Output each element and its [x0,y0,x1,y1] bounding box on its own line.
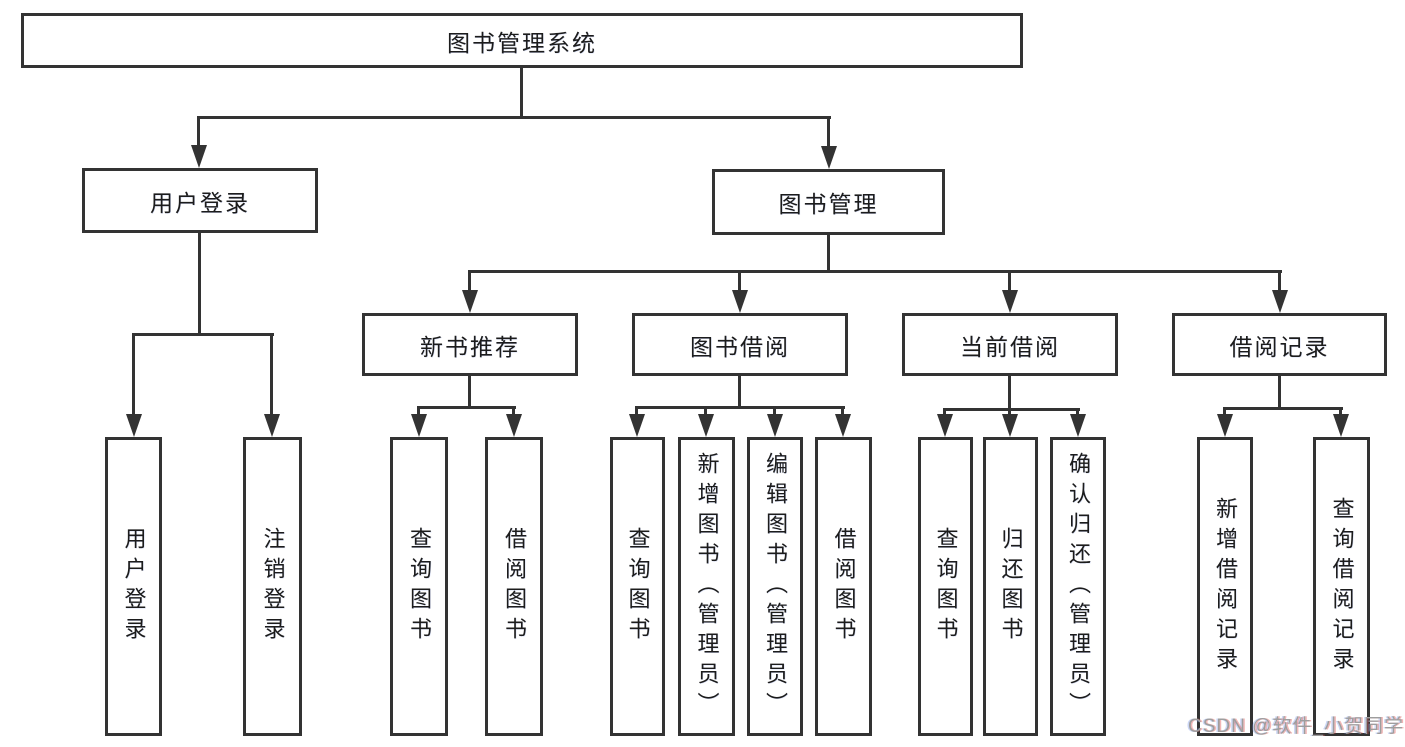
arrow-line [738,270,741,292]
arrow-down-icon [835,414,851,437]
node-root: 图书管理系统 [21,13,1023,68]
connector-user-login-stem [198,232,201,336]
connector-borrow-stem [738,375,741,408]
node-current-borrow: 当前借阅 [902,313,1118,376]
leaf-user-login: 用户登录 [105,437,162,736]
arrow-down-icon [506,414,522,437]
node-root-label: 图书管理系统 [447,29,597,56]
arrow-down-icon [1070,414,1086,437]
arrow-down-icon [937,414,953,437]
arrow-down-icon [411,414,427,437]
arrow-down-icon [1002,414,1018,437]
arrow-down-icon [1272,290,1288,313]
node-borrow-record-label: 借阅记录 [1229,333,1330,360]
connector-level1-hline [197,116,831,119]
arrow-line [773,406,776,418]
node-new-book-recommend: 新书推荐 [362,313,578,376]
leaf-add-book-admin: 新增图书（管理员） [678,437,735,736]
leaf-confirm-return-admin-label: 确认归还（管理员） [1066,451,1091,722]
connector-user-login-hline [132,333,274,336]
leaf-return-book-label: 归还图书 [998,526,1024,647]
arrow-down-icon [191,145,207,168]
leaf-current-query-book: 查询图书 [918,437,973,736]
arrow-down-icon [821,146,837,169]
node-book-borrow-label: 图书借阅 [690,333,790,360]
leaf-recommend-query-book-label: 查询图书 [407,526,432,647]
connector-recommend-stem [468,375,471,408]
connector-root-stem [520,67,523,118]
leaf-recommend-query-book: 查询图书 [390,437,448,736]
arrow-line [1076,408,1079,418]
connector-current-hline [943,408,1080,411]
connector-borrow-hline [635,406,845,409]
connector-recommend-hline [417,406,516,409]
node-book-borrow: 图书借阅 [632,313,848,376]
arrow-line [132,334,135,416]
leaf-borrow-query-book-label: 查询图书 [625,526,651,647]
leaf-add-borrow-record: 新增借阅记录 [1197,437,1253,736]
connector-record-hline [1223,407,1343,410]
arrow-line [827,116,830,149]
arrow-down-icon [1217,414,1233,437]
connector-record-stem [1278,375,1281,409]
csdn-watermark: CSDN @软件_小贺同学 [1188,716,1404,737]
arrow-line [635,406,638,418]
node-user-login-label: 用户登录 [150,189,250,216]
arrow-down-icon [732,290,748,313]
node-book-management: 图书管理 [712,169,945,235]
leaf-confirm-return-admin: 确认归还（管理员） [1050,437,1106,736]
arrow-line [417,406,420,418]
arrow-line [943,408,946,418]
arrow-line [270,334,273,416]
leaf-edit-book-admin: 编辑图书（管理员） [747,437,803,736]
leaf-logout: 注销登录 [243,437,302,736]
arrow-line [841,406,844,418]
arrow-line [1008,270,1011,292]
leaf-current-query-book-label: 查询图书 [933,526,959,647]
arrow-down-icon [1002,290,1018,313]
node-new-book-recommend-label: 新书推荐 [420,333,520,360]
arrow-line [468,270,471,292]
node-user-login: 用户登录 [82,168,318,233]
connector-book-mgmt-stem [827,234,830,273]
connector-current-stem [1008,375,1011,410]
leaf-recommend-borrow-book-label: 借阅图书 [502,526,527,647]
arrow-down-icon [629,414,645,437]
node-book-management-label: 图书管理 [778,191,879,217]
arrow-line [1339,407,1342,418]
leaf-return-book: 归还图书 [983,437,1038,736]
leaf-query-borrow-record-label: 查询借阅记录 [1329,496,1355,677]
leaf-borrow-book: 借阅图书 [815,437,872,736]
leaf-user-login-label: 用户登录 [121,526,147,647]
arrow-down-icon [264,414,280,437]
leaf-borrow-book-label: 借阅图书 [831,526,857,647]
arrow-down-icon [462,290,478,313]
connector-book-mgmt-hline [468,270,1282,273]
arrow-line [1278,270,1281,292]
arrow-line [512,406,515,418]
arrow-down-icon [698,414,714,437]
node-borrow-record: 借阅记录 [1172,313,1387,376]
arrow-line [197,116,200,148]
leaf-borrow-query-book: 查询图书 [610,437,665,736]
arrow-line [704,406,707,418]
leaf-add-borrow-record-label: 新增借阅记录 [1213,496,1238,677]
arrow-line [1223,407,1226,418]
arrow-down-icon [767,414,783,437]
arrow-down-icon [126,414,142,437]
leaf-recommend-borrow-book: 借阅图书 [485,437,543,736]
arrow-down-icon [1333,414,1349,437]
leaf-add-book-admin-label: 新增图书（管理员） [694,451,720,722]
leaf-logout-label: 注销登录 [260,526,286,647]
node-current-borrow-label: 当前借阅 [960,333,1060,360]
leaf-query-borrow-record: 查询借阅记录 [1313,437,1370,736]
leaf-edit-book-admin-label: 编辑图书（管理员） [763,451,788,722]
arrow-line [1008,408,1011,418]
